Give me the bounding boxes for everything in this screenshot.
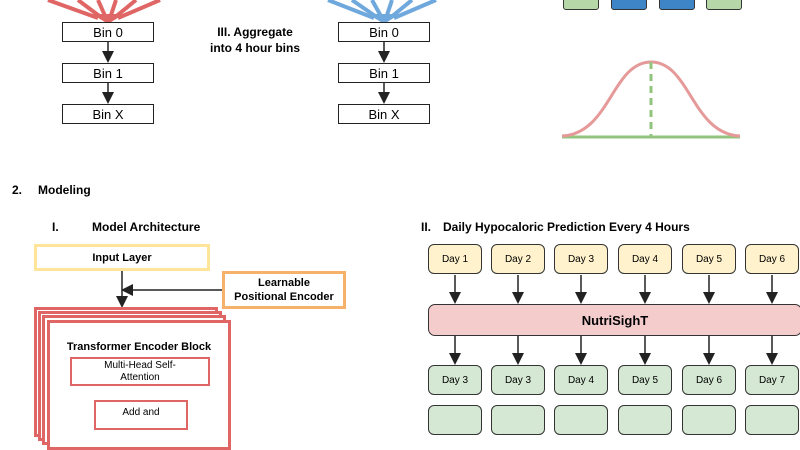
blue-input-arrows (327, 0, 437, 24)
left-bin-x: Bin X (62, 104, 154, 124)
next-row-box (491, 405, 545, 435)
input-day-3: Day 3 (554, 244, 608, 274)
right-bin-x: Bin X (338, 104, 430, 124)
section-number: 2. (12, 183, 23, 197)
architecture-title: Model Architecture (92, 220, 201, 234)
right-bin-0: Bin 0 (338, 22, 430, 42)
model-box: NutriSighT (428, 304, 800, 336)
right-bin-1: Bin 1 (338, 63, 430, 83)
next-row-box (618, 405, 672, 435)
add-norm-label: Add and (122, 407, 160, 418)
output-day-1: Day 3 (428, 365, 482, 395)
input-layer-box: Input Layer (34, 244, 210, 271)
input-day-5: Day 5 (682, 244, 736, 274)
output-day-2: Day 3 (491, 365, 545, 395)
positional-encoder-label: Learnable Positional Encoder (234, 277, 334, 303)
input-day-6: Day 6 (745, 244, 799, 274)
aggregate-step-line1: III. Aggregate (217, 25, 293, 39)
output-day-6: Day 7 (745, 365, 799, 395)
architecture-numeral: I. (52, 220, 59, 234)
input-day-1: Day 1 (428, 244, 482, 274)
attention-label: Multi-Head Self-Attention (104, 359, 176, 383)
next-row-box (554, 405, 608, 435)
add-norm-box: Add and (94, 400, 188, 430)
blue-square (611, 0, 647, 10)
output-day-3: Day 4 (554, 365, 608, 395)
red-input-arrows (47, 0, 161, 24)
section-title: Modeling (38, 183, 91, 197)
blue-square (659, 0, 695, 10)
left-bin-1: Bin 1 (62, 63, 154, 83)
input-day-4: Day 4 (618, 244, 672, 274)
output-day-5: Day 6 (682, 365, 736, 395)
aggregate-step-line2: into 4 hour bins (210, 41, 300, 55)
next-row-box (745, 405, 799, 435)
left-bin-0: Bin 0 (62, 22, 154, 42)
connector-layer (47, 0, 778, 401)
green-square (563, 0, 599, 10)
positional-encoder-box: Learnable Positional Encoder (222, 271, 346, 309)
bell-curve (561, 60, 741, 139)
output-day-4: Day 5 (618, 365, 672, 395)
input-day-2: Day 2 (491, 244, 545, 274)
prediction-title: Daily Hypocaloric Prediction Every 4 Hou… (443, 220, 690, 234)
prediction-numeral: II. (421, 220, 432, 234)
next-row-box (682, 405, 736, 435)
next-row-box (428, 405, 482, 435)
aggregate-step-label: III. Aggregate into 4 hour bins (196, 24, 314, 56)
prediction-arrows (449, 275, 778, 365)
green-square (706, 0, 742, 10)
attention-box: Multi-Head Self-Attention (70, 357, 210, 386)
encoder-block-title: Transformer Encoder Block (66, 341, 212, 353)
